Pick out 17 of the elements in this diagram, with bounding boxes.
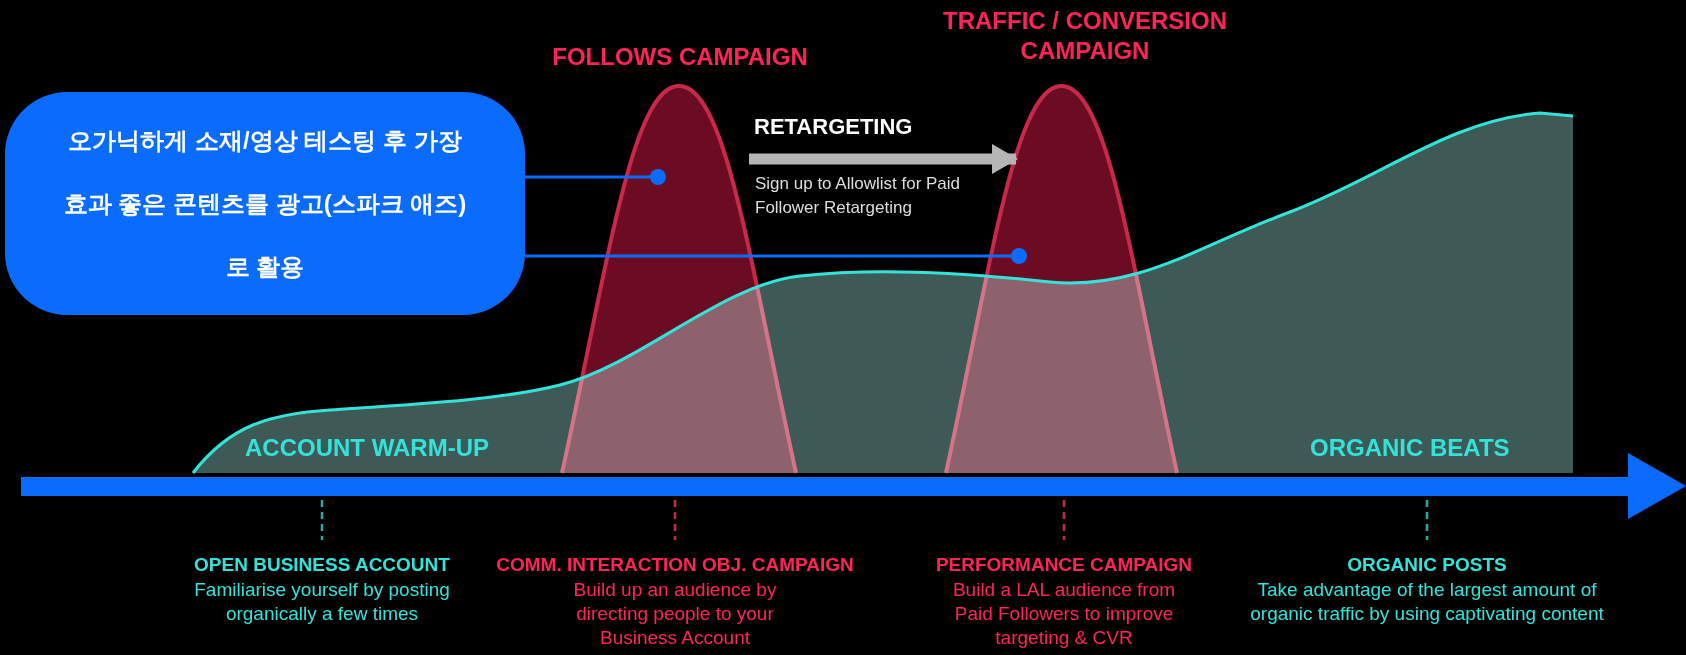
area-label: ORGANIC BEATS xyxy=(1310,433,1511,463)
phase-title: OPEN BUSINESS ACCOUNT xyxy=(193,553,451,577)
phase-description: Build a LAL audience from Paid Followers to improve targeting & CVR xyxy=(951,578,1177,650)
phase-description: Familiarise yourself by posting organically a few times xyxy=(193,578,451,626)
phase-description: Build up an audience by directing people to your Business Account xyxy=(572,578,778,650)
campaign-title: FOLLOWS CAMPAIGN xyxy=(551,42,809,72)
area-label: ACCOUNT WARM-UP xyxy=(245,433,490,463)
arrow xyxy=(749,144,1018,174)
callout-box: 오가닉하게 소재/영상 테스팅 후 가장 효과 좋은 콘텐츠를 광고(스파크 애즈)로 활용 xyxy=(5,92,525,315)
leader-line xyxy=(525,169,666,185)
note-text: Sign up to Allowlist for Paid Follower Retargeting xyxy=(755,173,962,219)
phase-title: COMM. INTERACTION OBJ. CAMPAIGN xyxy=(495,553,855,577)
phase-title: ORGANIC POSTS xyxy=(1346,553,1508,577)
campaign-title: TRAFFIC / CONVERSION CAMPAIGN xyxy=(942,6,1228,66)
phase-title: PERFORMANCE CAMPAIGN xyxy=(934,553,1194,577)
leader-line xyxy=(525,248,1027,264)
phase-description: Take advantage of the largest amount of organic traffic by using captivating content xyxy=(1249,578,1605,626)
